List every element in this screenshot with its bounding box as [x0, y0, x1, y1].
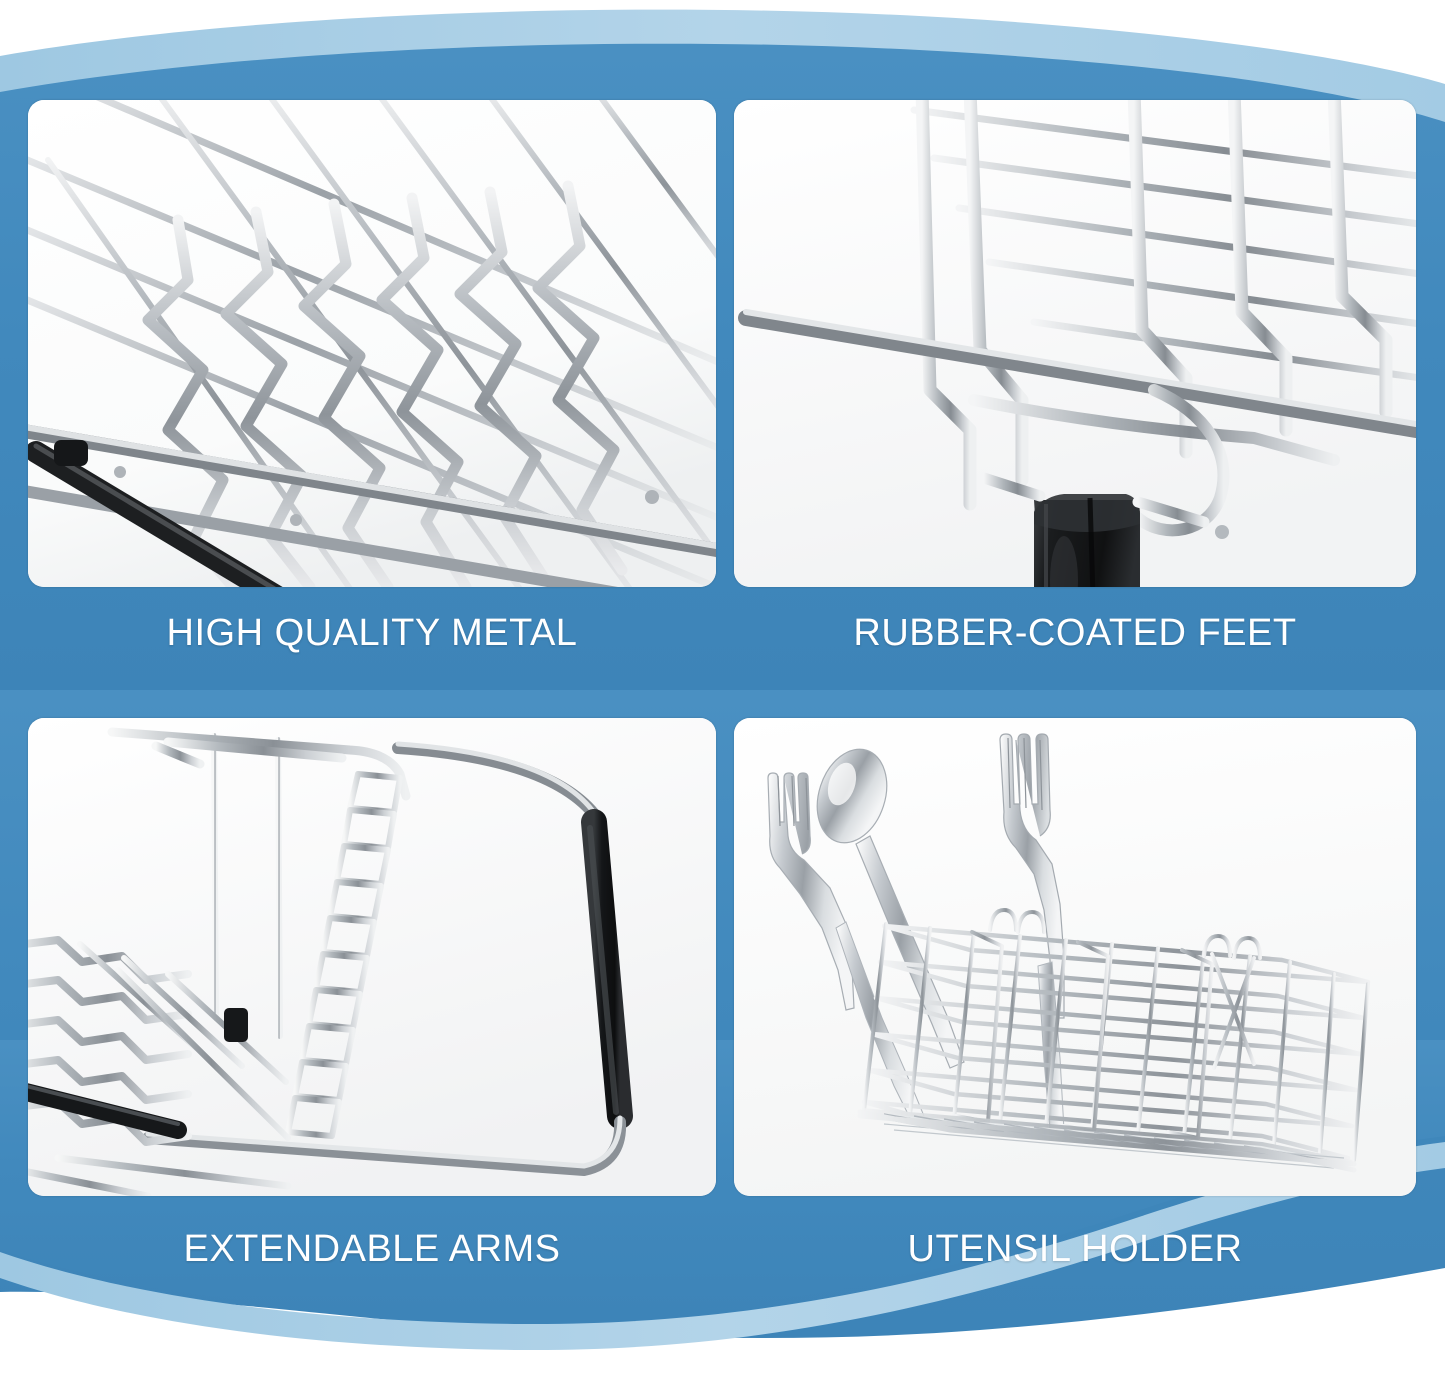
rubber-foot-icon [734, 100, 1416, 587]
fork-right [999, 733, 1065, 1019]
caption-high-quality-metal: HIGH QUALITY METAL [166, 612, 578, 654]
caption-extendable-arms: EXTENDABLE ARMS [183, 1228, 561, 1270]
rubber-foot-shape [1034, 494, 1140, 587]
feature-panel-utensil-holder[interactable] [734, 718, 1416, 1196]
caption-rubber-coated-feet: RUBBER-COATED FEET [853, 612, 1297, 654]
fork-left [767, 772, 855, 1011]
extendable-arm-icon [28, 718, 716, 1196]
feature-panel-rubber-coated-feet[interactable] [734, 100, 1416, 587]
top-accent-band [0, 9, 1445, 150]
feature-panel-extendable-arms[interactable] [28, 718, 716, 1196]
utensil-basket-icon [734, 718, 1416, 1196]
feature-panel-high-quality-metal[interactable] [28, 100, 716, 587]
wire-rack-icon [28, 100, 716, 587]
rubber-arm-tip [581, 809, 633, 1129]
caption-utensil-holder: UTENSIL HOLDER [907, 1228, 1243, 1270]
